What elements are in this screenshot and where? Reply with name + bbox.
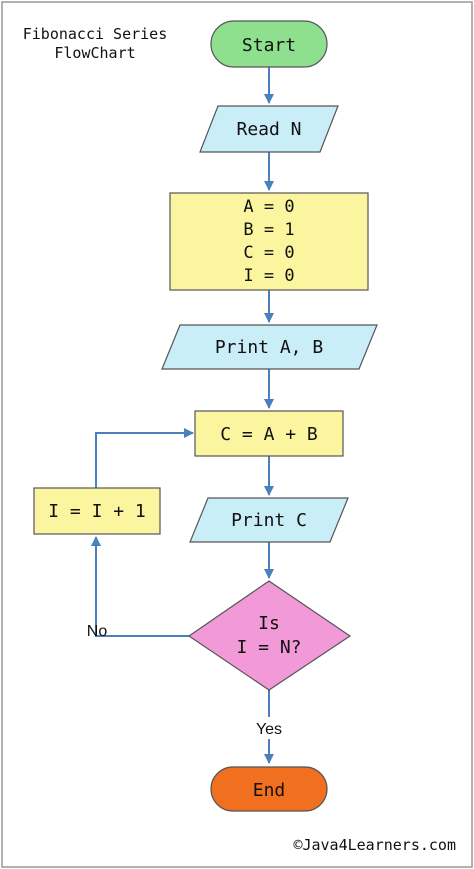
end-terminal: End xyxy=(210,766,328,812)
init-line-i: I = 0 xyxy=(243,266,294,286)
init-line-b: B = 1 xyxy=(243,220,294,240)
print-c-output-shape: Print C xyxy=(189,497,349,543)
print-ab-output-shape: Print A, B xyxy=(161,324,378,370)
increment-process-box: I = I + 1 xyxy=(33,487,161,535)
yes-label-backdrop xyxy=(248,717,288,739)
end-label: End xyxy=(253,780,286,801)
credit-text: ©Java4Learners.com xyxy=(293,836,456,854)
print-ab-label: Print A, B xyxy=(215,337,323,358)
init-line-a: A = 0 xyxy=(243,197,294,217)
arrow-decision-no-to-increment xyxy=(91,536,189,637)
print-c-label: Print C xyxy=(231,510,307,531)
read-label: Read N xyxy=(236,119,301,140)
decision-line2: I = N? xyxy=(236,637,301,658)
connectors xyxy=(91,67,274,764)
increment-label: I = I + 1 xyxy=(48,501,146,522)
arrow-increment-to-calc xyxy=(95,428,194,488)
chart-title-line1: Fibonacci Series xyxy=(23,25,168,43)
start-label: Start xyxy=(242,35,296,56)
start-terminal: Start xyxy=(210,20,328,68)
init-line-c: C = 0 xyxy=(243,243,294,263)
yes-edge-label: Yes xyxy=(256,721,282,738)
chart-title-line2: FlowChart xyxy=(54,44,135,62)
calc-process-box: C = A + B xyxy=(194,410,344,457)
no-edge-label: No xyxy=(87,623,108,640)
read-input-shape: Read N xyxy=(199,105,339,153)
decision-line1: Is xyxy=(258,613,280,634)
decision-diamond: Is I = N? xyxy=(187,580,352,691)
calc-label: C = A + B xyxy=(220,424,318,445)
init-process-box: A = 0 B = 1 C = 0 I = 0 xyxy=(169,192,369,291)
